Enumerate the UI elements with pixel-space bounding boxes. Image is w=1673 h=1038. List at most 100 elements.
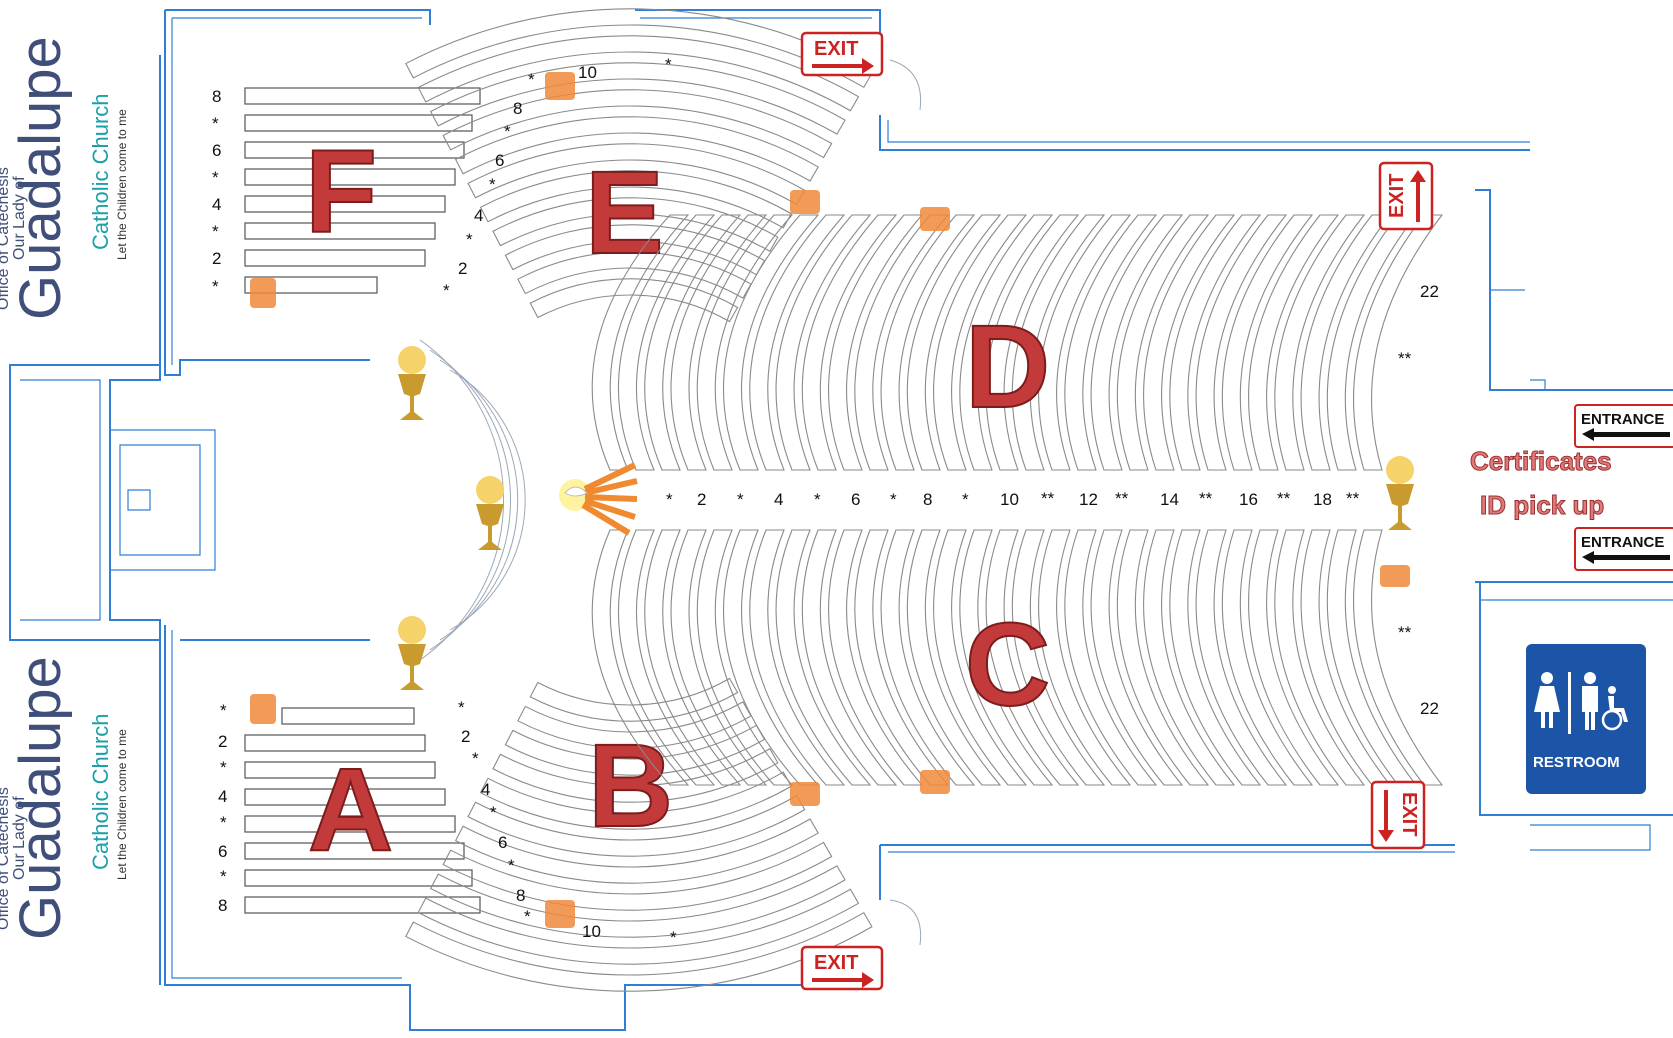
aisle-row-label: 6: [851, 490, 860, 509]
section-c-marker: **: [1398, 623, 1412, 642]
row-label: *: [490, 803, 497, 822]
aisle-row-label: 14: [1160, 490, 1179, 509]
section-b-pews: [405, 677, 873, 992]
section-label-d: D: [965, 301, 1050, 433]
pew: [828, 529, 924, 786]
parish-logo-top: Guadalupe Office of Catechesis Our Lady …: [0, 36, 129, 320]
row-label: *: [504, 122, 511, 141]
pew: [775, 214, 872, 471]
building-walls: [9, 9, 1673, 1031]
candle-icon: [545, 72, 575, 100]
chalice-icon: [1386, 456, 1414, 530]
row-label: 8: [513, 99, 522, 118]
row-label: *: [220, 758, 227, 777]
pew: [504, 224, 766, 276]
pew: [1169, 214, 1262, 471]
row-label: *: [670, 928, 677, 947]
section-d-pews: [591, 214, 1444, 471]
aisle-row-label: 4: [774, 490, 783, 509]
row-label: 2: [461, 727, 470, 746]
restroom-sign: RESTROOM: [1526, 644, 1646, 794]
pew: [504, 724, 766, 776]
arrow-right-icon: [812, 58, 874, 74]
pew: [1143, 214, 1236, 471]
row-label: 6: [495, 151, 504, 170]
section-a-row-labels: * 2 * 4 * 6 * 8: [218, 701, 227, 915]
pew: [933, 214, 1028, 471]
pew: [775, 529, 872, 786]
section-f-row-labels: 8 * 6 * 4 * 2 *: [212, 87, 221, 296]
pew: [591, 529, 690, 786]
pew: [244, 168, 456, 186]
pew: [244, 222, 436, 240]
pew: [854, 214, 950, 471]
row-label: 8: [516, 886, 525, 905]
pew: [644, 529, 742, 786]
pew: [906, 214, 1002, 471]
section-e-row-labels: 10 * * 8 * 6 * 4 * 2 *: [443, 55, 672, 300]
aisle-row-label: **: [1277, 489, 1291, 508]
section-d-marker: **: [1398, 349, 1412, 368]
pew: [244, 141, 465, 159]
svg-text:EXIT: EXIT: [814, 952, 858, 974]
pew: [442, 841, 833, 911]
aisle-row-label: **: [1346, 489, 1360, 508]
aisle-row-label: *: [962, 490, 969, 509]
pew: [1038, 214, 1132, 471]
pew: [591, 214, 690, 471]
pew: [244, 87, 481, 105]
exit-sign-top: EXIT: [800, 31, 884, 77]
pew: [479, 771, 793, 830]
arrow-left-icon: [1582, 551, 1670, 564]
svg-text:RESTROOM: RESTROOM: [1533, 754, 1620, 771]
pew: [670, 529, 768, 786]
row-label: 4: [474, 206, 483, 225]
pew: [417, 888, 860, 965]
pickup-line-2: ID pick up: [1480, 490, 1604, 520]
pew: [405, 911, 873, 992]
row-label: 6: [212, 141, 221, 160]
pew: [454, 818, 819, 884]
arrow-up-icon: [1410, 170, 1426, 222]
row-label: *: [212, 277, 219, 296]
pew: [417, 35, 860, 112]
pew: [1143, 529, 1236, 786]
aisle-row-label: *: [890, 490, 897, 509]
row-label: *: [472, 749, 479, 768]
pew: [801, 529, 898, 786]
row-label: *: [458, 698, 465, 717]
pew: [1090, 529, 1184, 786]
aisle-row-label: 12: [1079, 490, 1098, 509]
pew: [492, 197, 779, 253]
pew: [749, 214, 846, 471]
aisle-row-label: 18: [1313, 490, 1332, 509]
pew: [617, 214, 716, 471]
pew: [1300, 214, 1392, 471]
section-label-e: E: [585, 147, 664, 279]
section-label-c: C: [965, 599, 1050, 731]
pew: [644, 214, 742, 471]
section-a-pews: [244, 707, 481, 914]
section-c-last-row-label: 22: [1420, 699, 1439, 718]
pew: [1221, 214, 1314, 471]
pew: [244, 734, 426, 752]
row-label: *: [524, 907, 531, 926]
section-f-pews: [244, 87, 481, 294]
section-label-a: A: [308, 744, 393, 876]
pew: [906, 529, 1002, 786]
pew: [244, 896, 481, 914]
row-label: *: [212, 168, 219, 187]
exit-sign-lower-right: EXIT: [1370, 780, 1426, 850]
pew: [1195, 214, 1288, 471]
pew: [529, 278, 739, 323]
center-aisle-row-labels: * 2 * 4 * 6 * 8 * 10 ** 12 ** 14 ** 16 *…: [666, 489, 1360, 509]
row-label: *: [212, 114, 219, 133]
pew: [985, 529, 1080, 786]
holy-spirit-dove-icon: [559, 462, 638, 536]
pew: [696, 214, 794, 471]
candle-icon: [790, 190, 820, 214]
section-d-last-row-label: 22: [1420, 282, 1439, 301]
row-label: 10: [582, 922, 601, 941]
candle-icon: [250, 278, 276, 308]
section-label-f: F: [305, 126, 377, 258]
